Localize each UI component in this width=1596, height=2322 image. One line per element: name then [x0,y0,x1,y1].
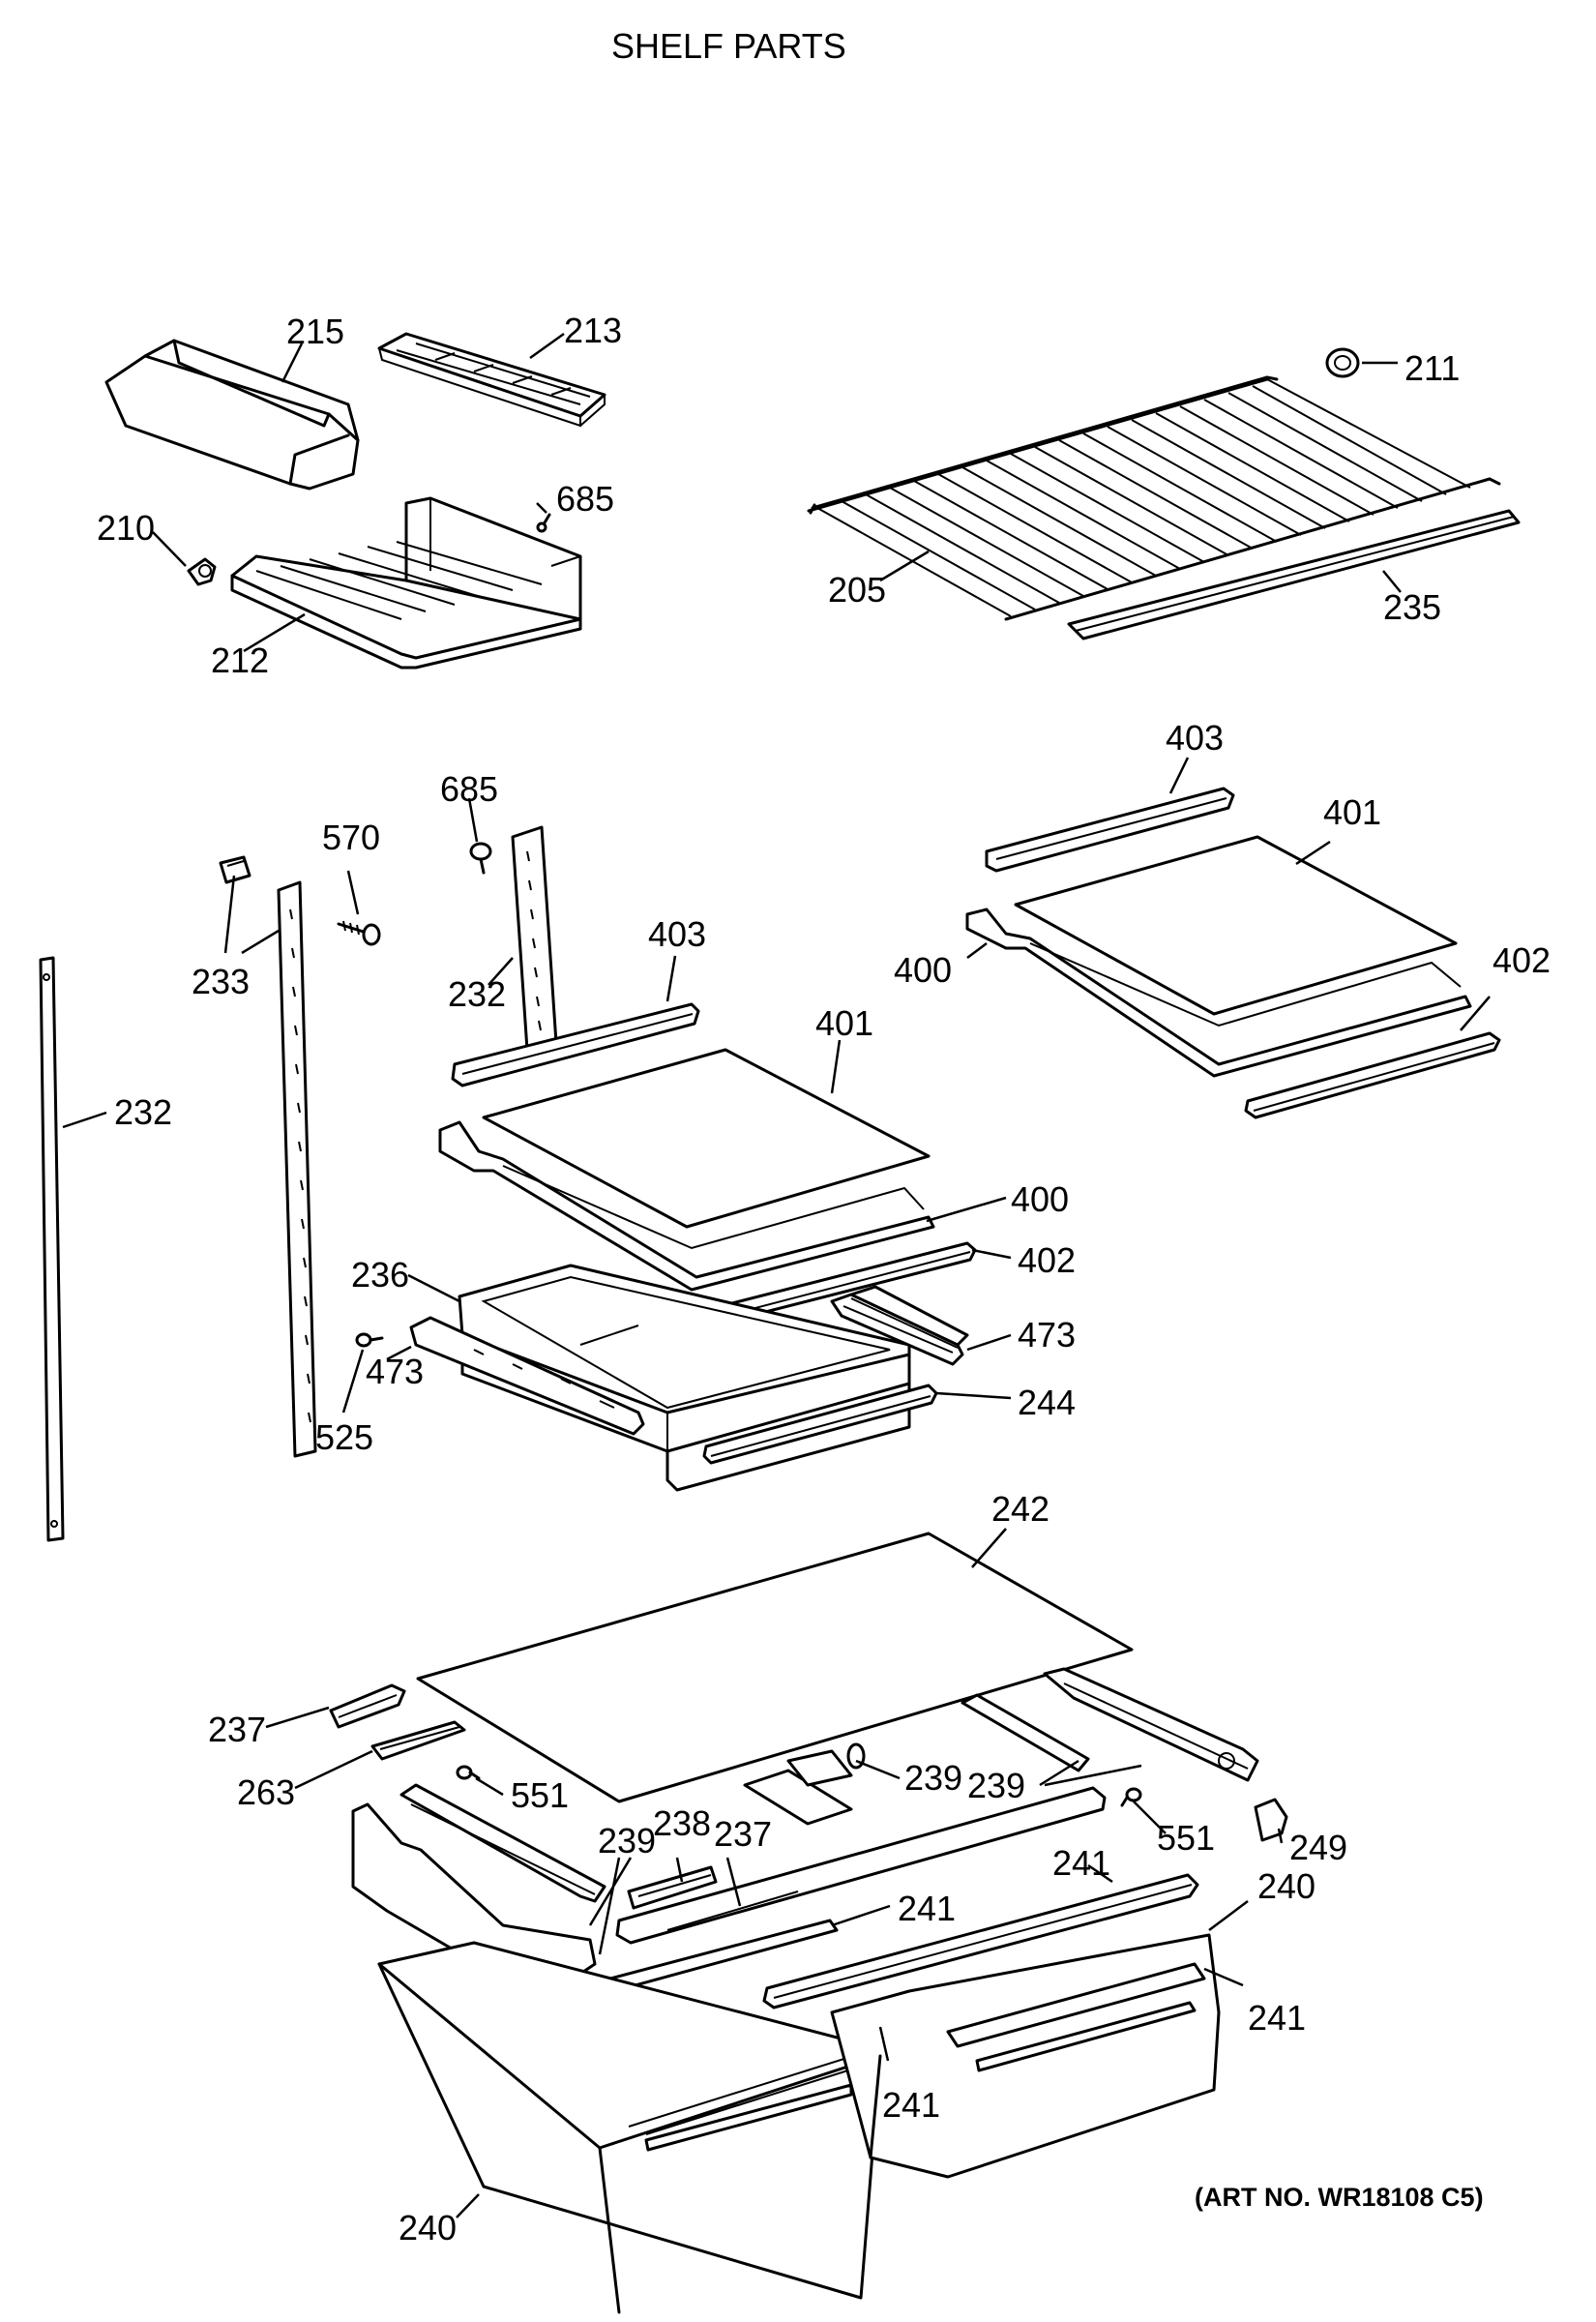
label-205: 205 [828,570,886,610]
label-215: 215 [286,312,344,351]
part-401-glass-shelf-center [482,1048,931,1229]
label-473-left: 473 [366,1352,424,1391]
label-211: 211 [1404,348,1460,388]
part-239-rail-right [961,1667,1259,1782]
part-473-slide-rail-right [830,1285,969,1366]
label-239-right: 239 [967,1766,1025,1805]
label-213: 213 [564,311,622,350]
label-402: 402 [1493,940,1551,980]
part-211-end-cap [1325,347,1360,378]
part-205-wire-shelf [807,375,1501,621]
label-232-center: 232 [448,974,506,1014]
label-263: 263 [237,1772,295,1812]
part-525-screw [355,1332,384,1348]
label-473-right: 473 [1018,1315,1076,1354]
label-525: 525 [315,1417,373,1457]
part-551-screw-right [1120,1787,1142,1807]
label-403-center: 403 [648,914,706,954]
part-685-screw [536,513,551,533]
label-402-center: 402 [1018,1240,1076,1280]
part-212-shelf-tray [230,496,582,670]
part-239-glides-center [743,1742,866,1826]
label-241-bottom: 241 [882,2085,940,2125]
part-232-vertical-rail-center [511,825,558,1052]
part-473-slide-rail-left [409,1316,645,1436]
label-241-mid: 241 [898,1889,956,1928]
part-240-drawer-right [830,1933,1221,2179]
part-244-drawer-handle-bar [702,1384,938,1465]
part-215-door-bin [104,339,360,491]
label-235: 235 [1383,587,1441,627]
part-401-glass-shelf-right [1014,835,1458,1016]
label-238: 238 [653,1803,711,1843]
label-401: 401 [1323,792,1381,832]
part-402-shelf-trim-right [1244,1031,1501,1119]
part-400-shelf-frame-right [965,908,1472,1078]
part-403-shelf-trim-right [985,787,1235,873]
part-232-vertical-rail-left [277,880,317,1458]
leader-lines [62,332,1491,2218]
label-241-top: 241 [1052,1843,1110,1883]
label-210: 210 [97,508,155,548]
label-236: 236 [351,1255,409,1295]
label-239-center: 239 [904,1758,962,1798]
label-685: 685 [556,479,614,519]
art-number: (ART NO. WR18108 C5) [1195,2183,1484,2212]
part-233-rail-clip [219,855,251,884]
label-240-left: 240 [399,2208,457,2248]
part-685-screw-middle [469,842,492,875]
label-570: 570 [322,818,380,857]
part-249-bracket [1254,1798,1288,1842]
diagram-title: SHELF PARTS [611,26,846,66]
label-400-center: 400 [1011,1179,1069,1219]
label-403: 403 [1166,718,1224,758]
label-400: 400 [894,950,952,990]
part-242-glass-cover [416,1532,1134,1803]
part-210-clip [187,557,217,586]
part-551-screw-left [456,1765,481,1780]
part-238-clip [627,1865,718,1910]
label-241-right: 241 [1248,1998,1306,2038]
part-570-screw [337,920,381,946]
part-235-shelf-trim [1067,509,1521,640]
part-263-support-rail [370,1720,466,1761]
label-249: 249 [1289,1828,1347,1867]
part-labels: 215 213 211 685 210 212 205 235 403 401 … [97,311,1551,2248]
part-400-shelf-frame-center [438,1120,935,1292]
label-212: 212 [211,640,269,680]
part-232-long-rail [39,956,65,1542]
part-239-rail-left [351,1783,606,1985]
label-237-left: 237 [208,1710,266,1749]
label-232-left: 232 [114,1092,172,1132]
label-239-left: 239 [598,1821,656,1861]
part-241-handle-b [762,1873,1199,2009]
label-551-right: 551 [1157,1818,1215,1858]
label-237-front: 237 [714,1814,772,1854]
label-244: 244 [1018,1383,1076,1422]
label-240-right: 240 [1257,1866,1315,1906]
part-237-support-left [329,1683,406,1729]
label-685-middle: 685 [440,769,498,809]
label-233: 233 [192,962,250,1001]
label-401-center: 401 [815,1003,873,1043]
label-242: 242 [991,1489,1049,1529]
part-403-shelf-trim-center [451,1002,700,1087]
part-240-drawer-left [377,1941,910,2314]
part-213-egg-tray [377,332,606,428]
label-551-left: 551 [511,1775,569,1815]
